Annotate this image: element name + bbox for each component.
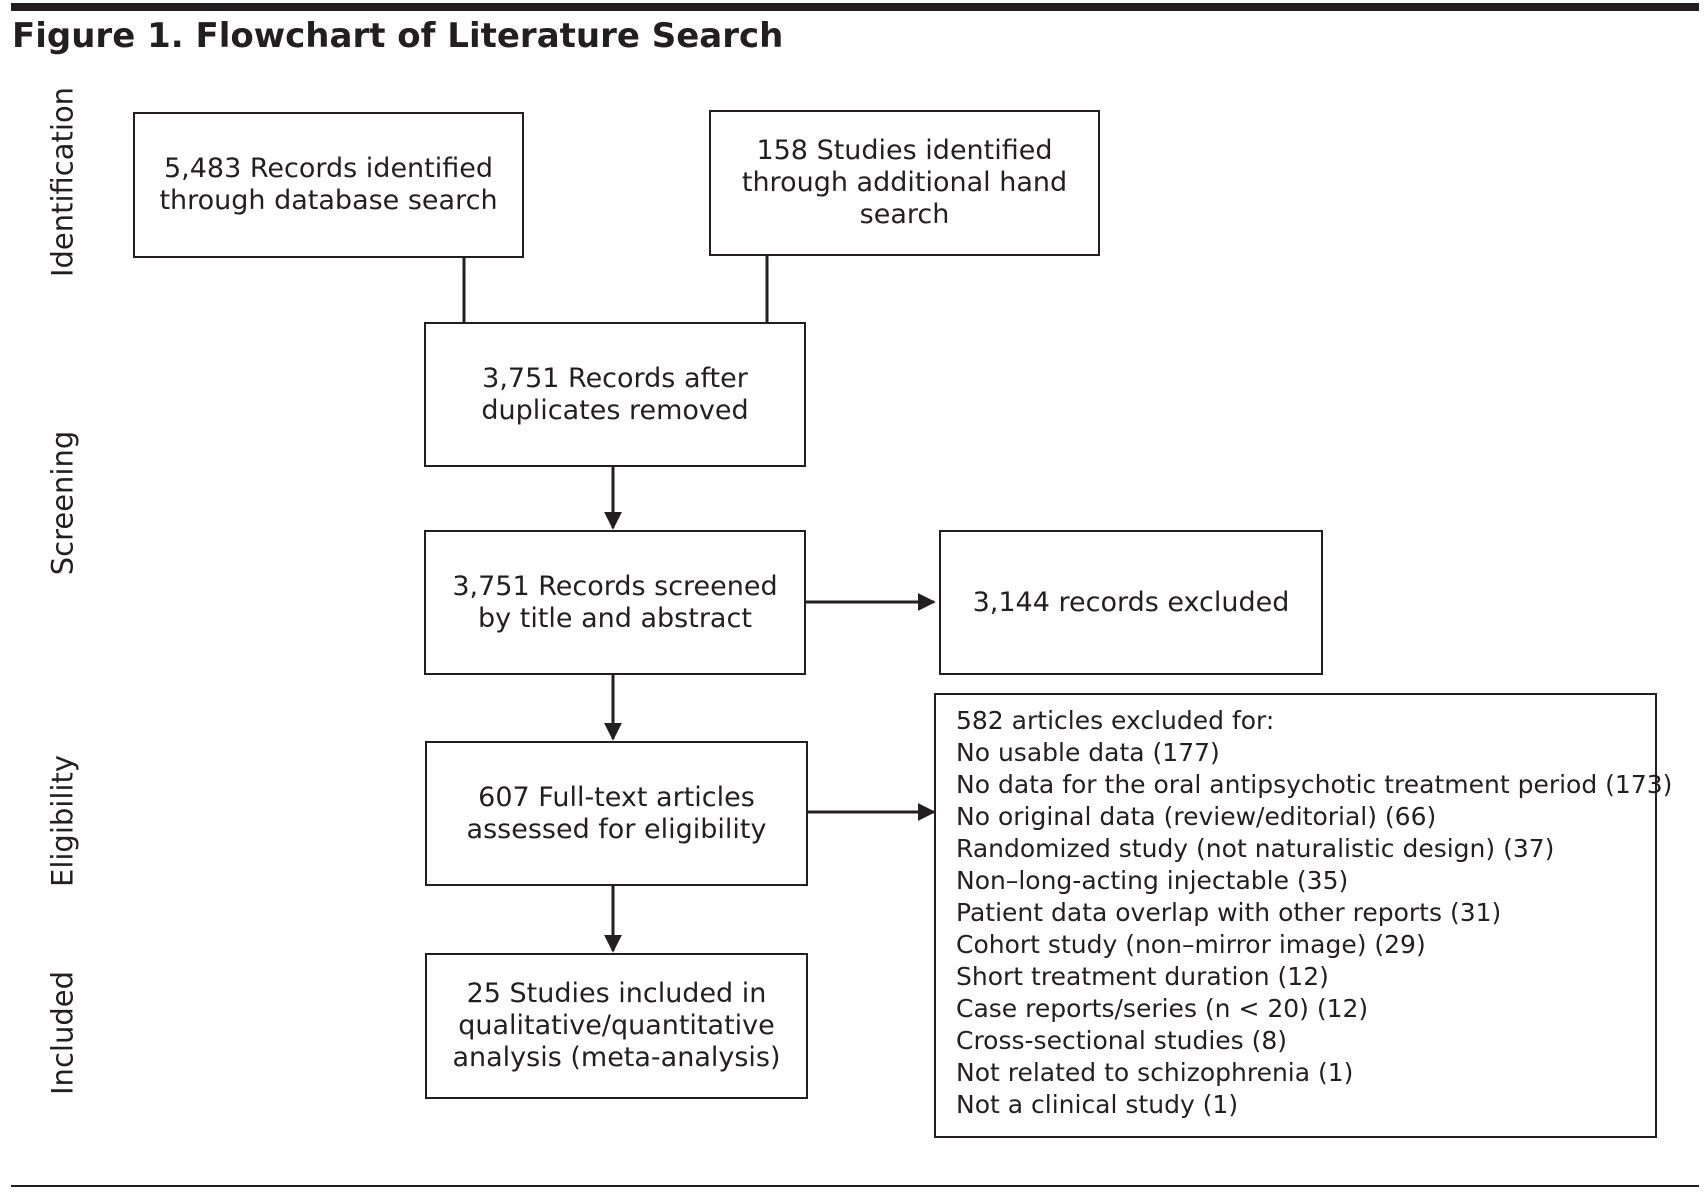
- exclusion-reason: Patient data overlap with other reports …: [956, 898, 1502, 927]
- exclusion-reason: Non–long-acting injectable (35): [956, 866, 1349, 895]
- exclusion-reason: Randomized study (not naturalistic desig…: [956, 834, 1555, 863]
- exclusion-reason: No data for the oral antipsychotic treat…: [956, 770, 1673, 799]
- box-duplicates-removed: 3,751 Records after duplicates removed: [424, 322, 806, 467]
- exclusion-reason: Cross-sectional studies (8): [956, 1026, 1288, 1055]
- exclusion-reason: Not a clinical study (1): [956, 1090, 1239, 1119]
- figure-title: Figure 1. Flowchart of Literature Search: [12, 16, 784, 56]
- exclusion-header: 582 articles excluded for:: [956, 706, 1275, 735]
- box-database-search: 5,483 Records identified through databas…: [133, 112, 524, 258]
- exclusion-reason: No usable data (177): [956, 738, 1220, 767]
- exclusion-reason: Case reports/series (n < 20) (12): [956, 994, 1369, 1023]
- exclusion-reason: No original data (review/editorial) (66): [956, 802, 1437, 831]
- box-records-screened: 3,751 Records screened by title and abst…: [424, 530, 806, 675]
- box-hand-search: 158 Studies identified through additiona…: [709, 110, 1100, 256]
- exclusion-reason: Not related to schizophrenia (1): [956, 1058, 1354, 1087]
- box-full-text-assessed: 607 Full-text articles assessed for elig…: [425, 741, 808, 886]
- bottom-rule: [11, 1185, 1699, 1187]
- exclusion-reason: Cohort study (non–mirror image) (29): [956, 930, 1426, 959]
- box-studies-included: 25 Studies included in qualitative/quant…: [425, 953, 808, 1099]
- box-exclusion-reasons: 582 articles excluded for: No usable dat…: [934, 693, 1673, 1138]
- exclusion-reason: Short treatment duration (12): [956, 962, 1329, 991]
- box-records-excluded: 3,144 records excluded: [939, 530, 1323, 675]
- top-rule: [11, 3, 1699, 11]
